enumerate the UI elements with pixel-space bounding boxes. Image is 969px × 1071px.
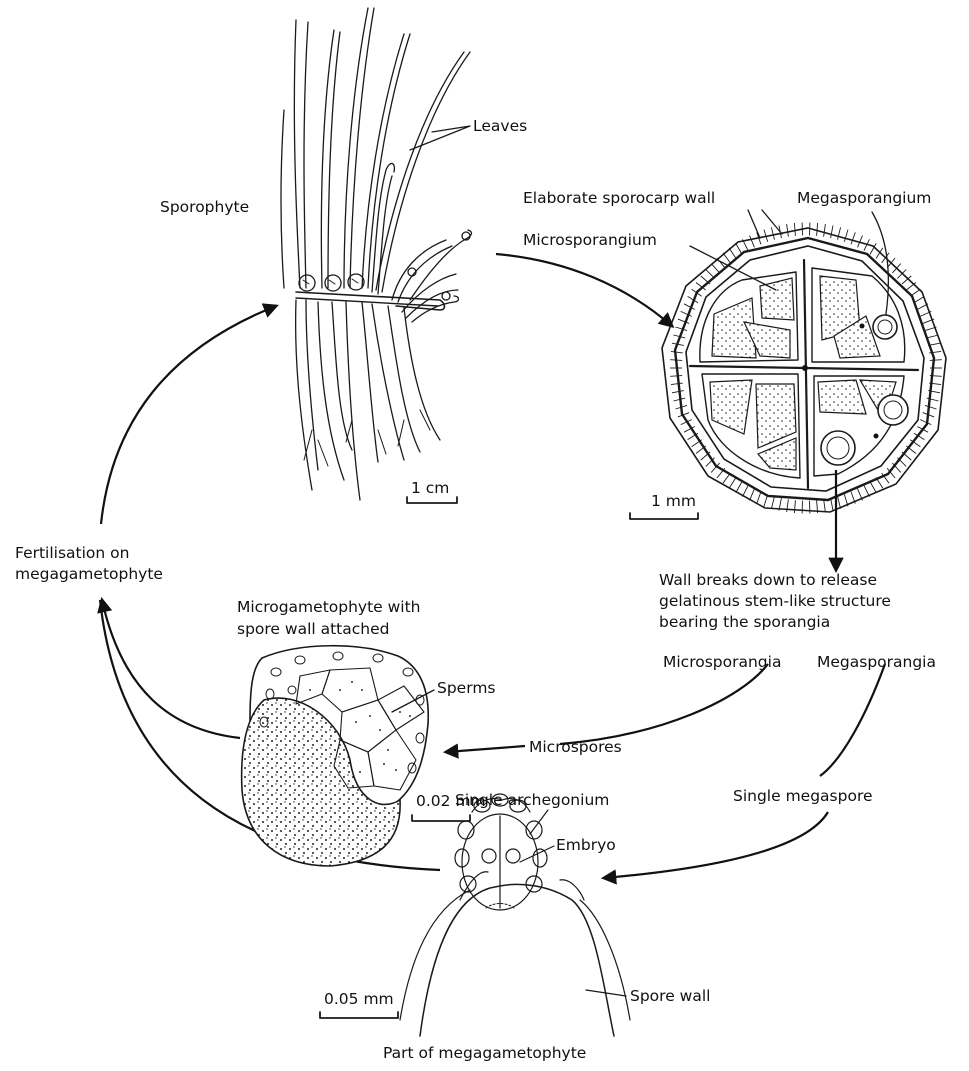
sporocarp-wall-hatch (672, 391, 684, 393)
scale-bar-005mm: 0.05 mm (320, 990, 398, 1018)
sporophyte-illustration (281, 8, 471, 500)
sporocarp-wall-hatch (706, 270, 715, 279)
fertilisation-text-line2: megagametophyte (15, 565, 163, 583)
sporocarp-wall-hatch (711, 264, 719, 273)
arrow-megaspore-to-archegonium (604, 812, 828, 878)
single-megaspore-label: Single megaspore (733, 787, 873, 805)
sporocarp-wall-hatch (824, 499, 826, 512)
sporocarp-wall-hatch (670, 376, 682, 377)
scale-bar-1mm: 1 mm (630, 492, 698, 519)
embryo-label: Embryo (556, 836, 616, 854)
megasporangium-leader (872, 212, 888, 314)
megasporangium-label: Megasporangium (797, 189, 931, 207)
sporocarp-wall-hatch (771, 496, 774, 508)
sporocarp-wall-hatch (787, 224, 789, 237)
arrow-fertilisation-to-sporophyte (101, 306, 276, 524)
sporocarp-wall-hatch (771, 227, 774, 239)
sporocarp-wall-label: Elaborate sporocarp wall (523, 189, 715, 207)
sporocarp-wall-hatch (723, 253, 730, 263)
leaves-label: Leaves (473, 117, 527, 135)
sporocarp-wall-hatch (750, 236, 755, 248)
sporocarp-wall-hatch (794, 500, 795, 513)
sporocarp-wall-hatch (917, 304, 928, 310)
microgametophyte-text-line2: spore wall attached (237, 620, 389, 638)
sporocarp-wall-hatch (864, 485, 870, 496)
sperms-label: Sperms (437, 679, 496, 697)
sporocarp-wall-hatch (750, 489, 755, 501)
sporocarp-wall-hatch (914, 296, 924, 302)
sporocarp-wall-hatch (838, 496, 841, 508)
scale-1cm-label: 1 cm (411, 479, 449, 497)
arrow-sporophyte-to-sporocarp (496, 254, 672, 326)
sporocarp-wall-hatch (824, 224, 826, 237)
sporocarp-wall-hatch (729, 478, 736, 489)
sporocarp-wall-hatch (723, 473, 730, 483)
spore-wall-label: Spore wall (630, 987, 710, 1005)
sporocarp-wall-hatch (794, 223, 795, 236)
sporocarp-wall-hatch (838, 227, 841, 239)
microsporangium-label: Microsporangium (523, 231, 657, 249)
megasporangia-label: Megasporangia (817, 653, 936, 671)
sporocarp-wall-hatch (743, 485, 749, 496)
archegonium-leader (530, 810, 548, 834)
sporocarp-wall-hatch (925, 405, 937, 409)
sporocarp-wall-hatch (670, 360, 682, 361)
microgametophyte-text-line1: Microgametophyte with (237, 598, 421, 616)
sporocarp-wall-hatch (870, 482, 876, 493)
scale-1mm-label: 1 mm (651, 492, 696, 510)
microgametophyte-illustration (242, 646, 429, 866)
release-text-line2: gelatinous stem-like structure (659, 592, 891, 610)
microspores-label: Microspores (529, 738, 622, 756)
release-text-line1: Wall breaks down to release (659, 571, 877, 589)
arrow-megasporangia-curve (820, 664, 885, 776)
scale-bar-1cm: 1 cm (407, 479, 457, 503)
microsporangia-label: Microsporangia (663, 653, 781, 671)
sporocarp-wall-hatch (729, 248, 736, 259)
sporocarp-wall-hatch (927, 335, 939, 338)
sporocarp-wall-hatch (831, 498, 833, 511)
arrow-microgametophyte-to-fertilisation (102, 600, 240, 738)
single-archegonium-label: Single archegonium (455, 791, 609, 809)
leaves-leader-lines (410, 126, 470, 150)
sporocarp-wall-hatch (671, 351, 683, 353)
part-of-megagametophyte-label: Part of megagametophyte (383, 1044, 586, 1062)
release-text-line3: bearing the sporangia (659, 613, 830, 631)
sporocarp-wall-hatch (817, 223, 818, 236)
sporocarp-wall-hatch (930, 360, 942, 361)
sporocarp-wall-hatch (736, 243, 742, 254)
sporocarp-wall-hatch (671, 383, 683, 385)
scale-005mm-label: 0.05 mm (324, 990, 394, 1008)
arrow-microspores-to-microgametophyte (446, 746, 525, 752)
sporocarp-wall-hatch (701, 276, 710, 284)
sporocarp-wall-hatch (844, 230, 848, 242)
sporocarp-wall-hatch (676, 327, 688, 331)
sporocarp-wall-hatch (736, 482, 742, 493)
sporophyte-label: Sporophyte (160, 198, 249, 216)
sporocarp-wall-hatch (851, 232, 855, 244)
microsporangium-leader (690, 246, 776, 290)
arrow-microsporangia-curve (560, 664, 768, 744)
megagametophyte-illustration (400, 794, 630, 1036)
sporocarp-wall-hatch (910, 289, 920, 296)
sporocarp-wall-hatch (906, 283, 916, 291)
sporocarp-wall-hatch (757, 492, 761, 504)
fertilisation-text-line1: Fertilisation on (15, 544, 129, 562)
sporocarp-wall-hatch (831, 225, 833, 238)
sporocarp-cross-section (662, 223, 946, 514)
sporocarp-wall-hatch (876, 478, 883, 489)
